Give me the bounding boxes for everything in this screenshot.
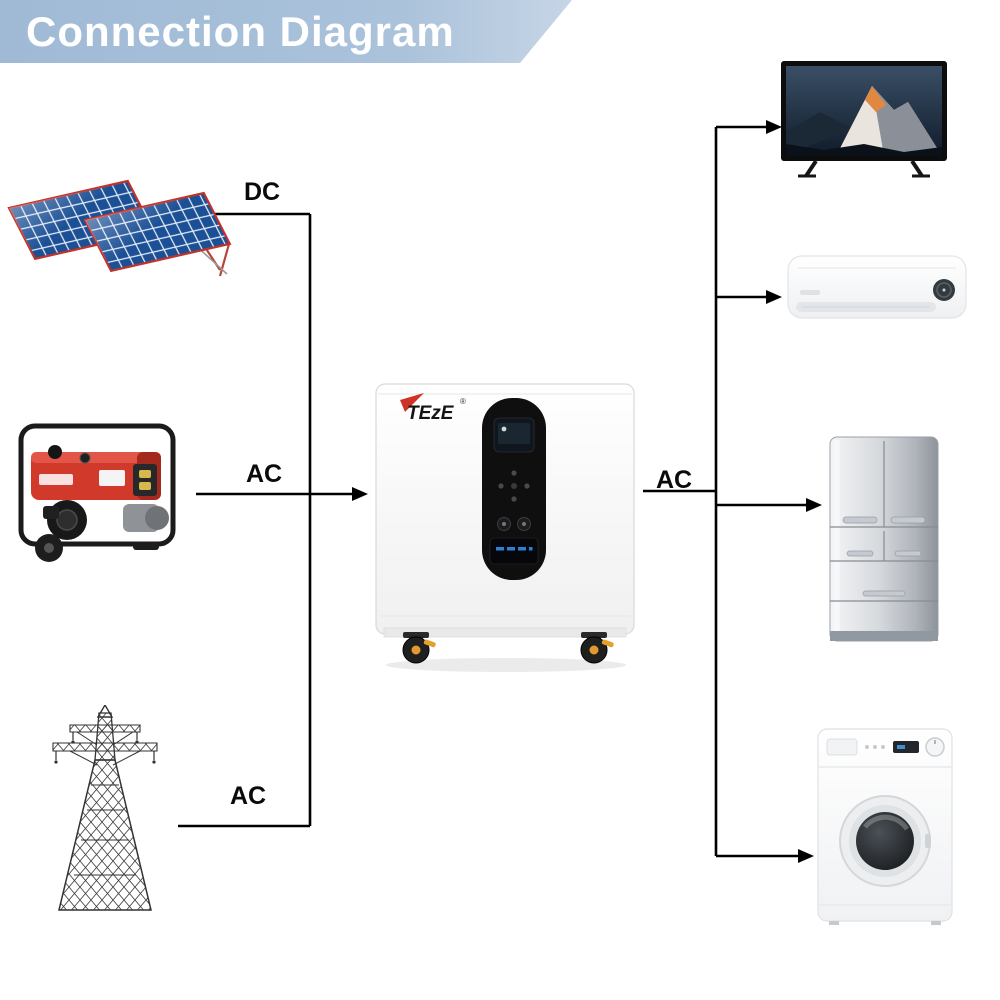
washer-arrowhead (798, 849, 814, 863)
fridge-arrowhead (806, 498, 822, 512)
output-ac-label: AC (656, 466, 693, 494)
title-banner: Connection Diagram (0, 0, 572, 63)
input-arrowhead (352, 487, 368, 501)
brand-flag-icon (400, 393, 424, 412)
ac-arrowhead (766, 290, 782, 304)
registered-mark: ® (460, 397, 466, 406)
solar-panels-icon (3, 158, 238, 293)
generator-ac-label: AC (246, 460, 283, 488)
left-caster-icon (402, 632, 436, 664)
page-title: Connection Diagram (26, 7, 455, 55)
refrigerator-icon (827, 435, 942, 647)
washing-machine-icon (815, 725, 955, 927)
tv-icon (780, 60, 950, 185)
grid-ac-label: AC (230, 782, 267, 810)
dc-label: DC (244, 178, 281, 206)
power-tower-icon (25, 703, 185, 915)
air-conditioner-icon (786, 250, 971, 340)
unit-brand: TEzE (407, 403, 455, 424)
generator-icon (15, 418, 190, 568)
battery-inverter-icon: TEzE ® (370, 378, 645, 673)
right-caster-icon (580, 632, 614, 664)
